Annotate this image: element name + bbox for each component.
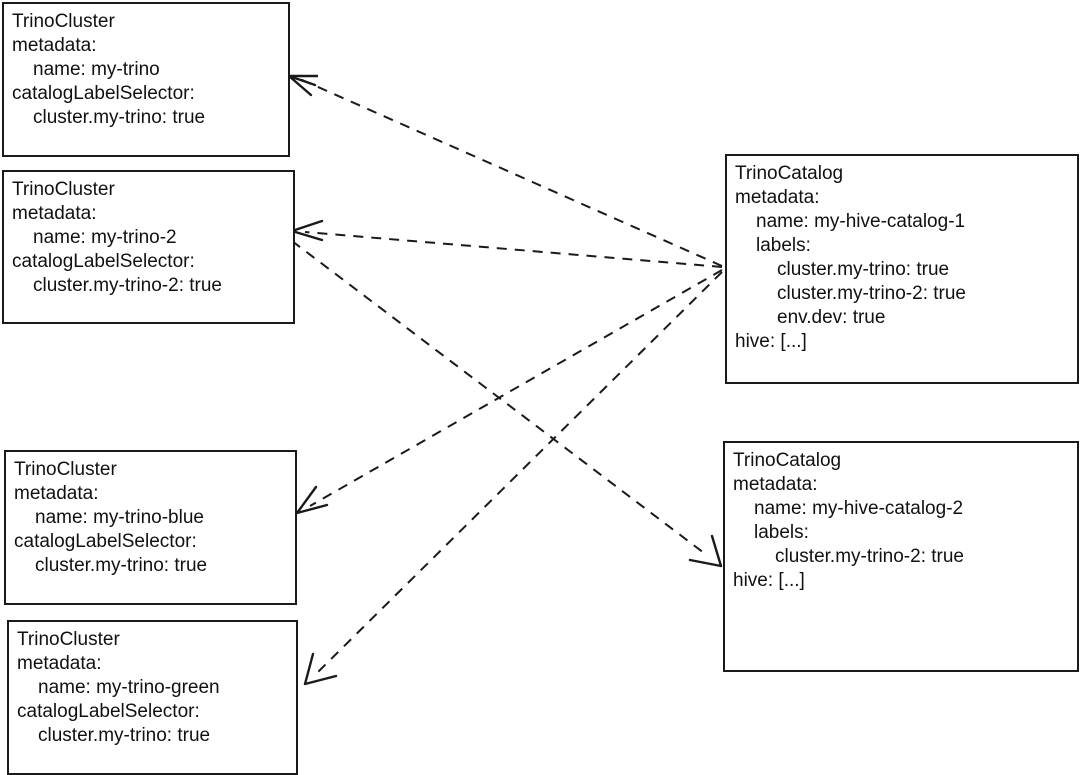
node-line: cluster.my-trino: true [777,259,950,280]
node-line: metadata: [17,653,102,674]
node-line: metadata: [12,203,97,224]
node-line: cluster.my-trino-2: true [775,546,964,567]
edge-catalog1-to-cluster-my-trino-2 [290,219,723,268]
node-line: TrinoCluster [14,459,117,480]
node-line: name: my-hive-catalog-1 [756,211,966,232]
node-line: catalogLabelSelector: [14,531,197,552]
node-line: cluster.my-trino: true [35,555,208,576]
node-line: catalogLabelSelector: [12,251,195,272]
node-line: TrinoCatalog [735,163,844,184]
node-line: metadata: [733,474,818,495]
node-cluster-my-trino-blue[interactable]: TrinoCluster metadata: name: my-trino-bl… [4,450,297,605]
node-line: TrinoCatalog [733,450,842,471]
node-line: env.dev: true [777,307,886,328]
node-line: cluster.my-trino-2: true [777,283,966,304]
node-line: hive: [...] [735,331,807,352]
node-line: cluster.my-trino: true [33,107,206,128]
edge-catalog1-to-cluster-my-trino-blue [295,269,723,515]
node-catalog-my-hive-catalog-2[interactable]: TrinoCatalog metadata: name: my-hive-cat… [723,441,1079,672]
node-line: name: my-trino-2 [33,227,177,248]
node-line: metadata: [735,187,820,208]
node-line: metadata: [12,35,97,56]
node-line: labels: [754,522,809,543]
node-line: TrinoCluster [12,11,115,32]
node-line: hive: [...] [733,570,805,591]
node-line: metadata: [14,483,99,504]
node-cluster-my-trino-2[interactable]: TrinoCluster metadata: name: my-trino-2 … [2,170,295,324]
node-line: catalogLabelSelector: [17,701,200,722]
node-cluster-my-trino-green[interactable]: TrinoCluster metadata: name: my-trino-gr… [7,620,298,775]
node-line: labels: [756,235,811,256]
node-catalog-my-hive-catalog-1[interactable]: TrinoCatalog metadata: name: my-hive-cat… [725,154,1079,384]
node-line: TrinoCluster [17,629,120,650]
node-line: name: my-trino-green [38,677,220,698]
node-line: cluster.my-trino: true [38,725,211,746]
node-line: TrinoCluster [12,179,115,200]
node-cluster-my-trino[interactable]: TrinoCluster metadata: name: my-trino ca… [2,2,290,157]
node-line: name: my-trino-blue [35,507,204,528]
node-line: name: my-hive-catalog-2 [754,498,964,519]
edge-catalog1-to-cluster-my-trino-green [303,271,723,686]
node-line: cluster.my-trino-2: true [33,275,222,296]
node-line: catalogLabelSelector: [12,83,195,104]
node-line: name: my-trino [33,59,160,80]
edge-cluster-my-trino-2-to-catalog2 [291,240,723,568]
edge-catalog1-to-cluster-my-trino [287,74,723,267]
